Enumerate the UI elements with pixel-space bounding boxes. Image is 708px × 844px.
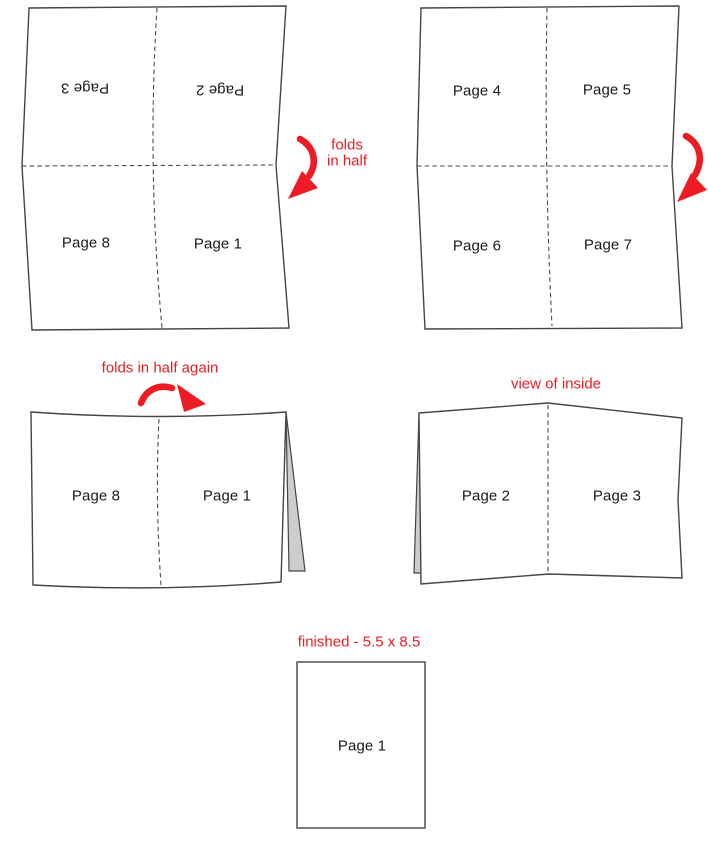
sheet-front-vertical-fold-line: [545, 7, 553, 327]
sheet-back-page3-label: Page 3: [60, 79, 110, 97]
finished-page1-label: Page 1: [337, 737, 387, 755]
folded-sheet-page8-label: Page 8: [71, 487, 121, 505]
folds-in-half-again-note: folds in half again: [101, 359, 219, 377]
booklet-page3-label: Page 3: [592, 487, 642, 505]
view-of-inside-note: view of inside: [510, 375, 602, 393]
folded-sheet-outline: [30, 411, 287, 589]
fold-arrow-step1-head-icon: [288, 171, 318, 199]
fold-arrow-step2-curve: [682, 132, 704, 179]
fold-arrow-step1: [288, 135, 318, 199]
booklet-page2-label: Page 2: [461, 487, 511, 505]
fold-arrow-step2-head-icon: [677, 173, 707, 202]
sheet-back-page2-label: Page 2: [195, 81, 245, 99]
sheet-back-outline: [21, 5, 290, 331]
fold-arrow-step3-curve: [137, 383, 176, 407]
folded-sheet-back-flap: [285, 411, 306, 572]
open-booklet-outline: [418, 402, 683, 585]
fold-arrow-step1-curve: [296, 135, 318, 180]
fold-arrow-step2: [677, 132, 707, 202]
folds-in-half-note: folds in half: [326, 136, 368, 169]
fold-arrow-step3-head-icon: [177, 384, 206, 412]
sheet-back-horizontal-fold-line: [21, 164, 277, 167]
sheet-front-page5-label: Page 5: [582, 81, 632, 99]
sheet-back-vertical-fold-line: [152, 7, 163, 329]
folded-sheet-page1-label: Page 1: [202, 487, 252, 505]
finished-booklet-outline: [296, 661, 426, 829]
finished-size-note: finished - 5.5 x 8.5: [297, 633, 421, 651]
folds-in-half-note-line1: folds: [331, 136, 363, 154]
folded-sheet-center-fold-line: [156, 418, 162, 586]
sheet-back-page1-label: Page 1: [193, 235, 243, 253]
folds-in-half-note-line2: in half: [326, 152, 368, 169]
fold-arrow-step3: [137, 383, 206, 412]
sheet-front-page7-label: Page 7: [583, 236, 633, 254]
sheet-back-page8-label: Page 8: [61, 234, 111, 252]
sheet-front-page4-label: Page 4: [452, 82, 502, 100]
sheet-front-page6-label: Page 6: [452, 237, 502, 255]
